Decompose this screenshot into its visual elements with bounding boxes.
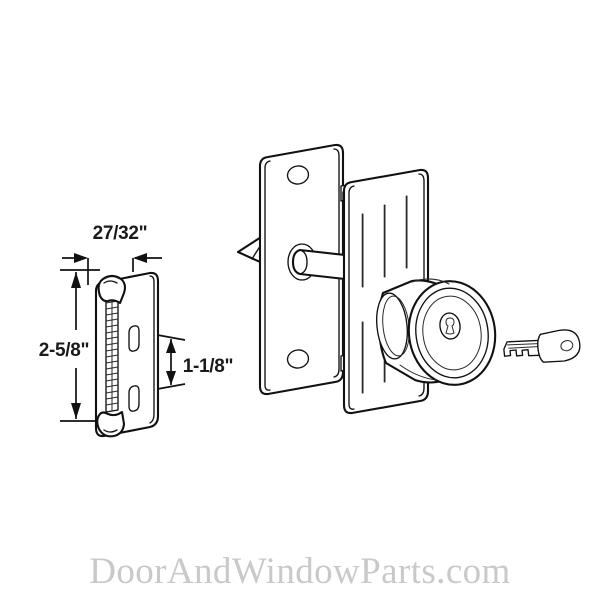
keyhole-icon [445, 317, 455, 335]
arrowhead [74, 253, 88, 263]
arrowhead [166, 371, 176, 385]
keyhole-bezel [439, 312, 461, 340]
strike-plate-upper-prong [97, 274, 127, 305]
arrowhead [133, 253, 147, 263]
dimension-width: 27/32" [62, 223, 162, 285]
arrowhead [166, 339, 176, 353]
spindle-end-cap [299, 249, 308, 275]
knob-face-ring-1 [415, 287, 489, 379]
knob-face-ring-2 [422, 295, 482, 371]
strike-plate [94, 271, 160, 438]
site-watermark: DoorAndWindowParts.com [89, 551, 510, 592]
key-bow-hole [560, 340, 574, 352]
key-icon [503, 329, 581, 363]
key-blade-groove [508, 345, 541, 349]
front-plate-ribs-upper [361, 195, 408, 288]
strike-plate-slot-lower [128, 385, 140, 412]
knob-shoulder-highlight [411, 278, 450, 285]
dimension-label-height: 2-5/8" [39, 340, 90, 361]
dimension-height: 2-5/8" [39, 269, 100, 422]
lower-prong-highlight [103, 429, 118, 433]
arrowhead [71, 272, 81, 288]
key-bow [537, 329, 581, 363]
dimension-annotations: 27/32" 2-5/8" [39, 223, 234, 422]
lock-knob [376, 278, 497, 386]
rear-plate-screw-hole-top [286, 165, 310, 185]
knob-lower-highlight [399, 364, 438, 381]
strike-plate-slot-upper [128, 325, 140, 352]
strike-plate-lower-prong [96, 410, 126, 438]
dimension-label-slot-spacing: 1-1/8" [183, 356, 234, 377]
upper-prong-highlight [103, 280, 118, 284]
key-blade-groove [506, 343, 539, 346]
strike-plate-inner-edge [149, 275, 155, 424]
arrowhead [71, 403, 81, 419]
front-plate-left-edge [348, 185, 355, 410]
knurl-hatching [105, 299, 119, 412]
dimension-label-width: 27/32" [93, 223, 148, 244]
rear-plate-left-edge [264, 160, 271, 391]
rear-plate-screw-hole-bottom [286, 349, 310, 369]
dimension-slot-spacing: 1-1/8" [140, 331, 234, 393]
knob-rear-collar [376, 292, 408, 360]
